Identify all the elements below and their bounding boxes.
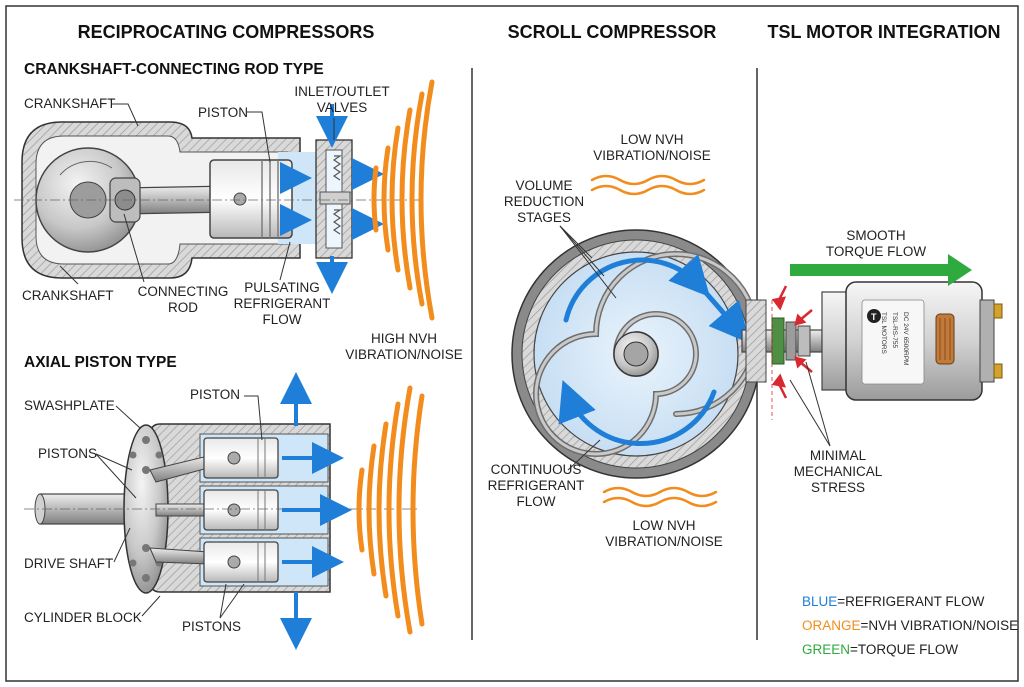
label-smooth-1: SMOOTH [846,228,905,243]
label-piston-axial: PISTON [190,387,240,402]
label-minimal-3: STRESS [811,480,865,495]
label-pulsating-1: PULSATING [244,280,320,295]
label-continuous-2: REFRIGERANT [488,478,585,493]
legend: BLUE=REFRIGERANT FLOW ORANGE=NVH VIBRATI… [802,594,1018,657]
tsl-motor: T TSL MOTORS TSL-RS-755 DC 24V 6500RPM [771,254,1003,447]
legend-blue: BLUE=REFRIGERANT FLOW [802,594,985,609]
legend-green: GREEN=TORQUE FLOW [802,642,958,657]
header-tsl: TSL MOTOR INTEGRATION [768,22,1001,42]
label-crankshaft-bottom: CRANKSHAFT [22,288,114,303]
legend-green-text: =TORQUE FLOW [850,642,958,657]
label-high-nvh-2: VIBRATION/NOISE [345,347,463,362]
crankshaft-compressor [14,79,435,321]
label-volume-2: REDUCTION [504,194,584,209]
label-low-nvh-bottom-1: LOW NVH [632,518,695,533]
piston-crank [209,159,293,239]
label-minimal-1: MINIMAL [810,448,867,463]
label-connecting-rod-1: CONNECTING [138,284,229,299]
axial-pistons [203,437,279,583]
label-pulsating-3: FLOW [263,312,302,327]
header-reciprocating: RECIPROCATING COMPRESSORS [78,22,375,42]
legend-orange-key: ORANGE [802,618,861,633]
subheader-crankshaft-type: CRANKSHAFT-CONNECTING ROD TYPE [24,61,324,78]
motor-model: TSL-RS-755 [891,312,898,349]
label-low-nvh-top-2: VIBRATION/NOISE [593,148,711,163]
label-pistons-top: PISTONS [38,446,97,461]
motor-brand: TSL MOTORS [880,312,887,355]
torque-arrow [790,254,972,286]
legend-orange-text: =NVH VIBRATION/NOISE [861,618,1019,633]
label-minimal-2: MECHANICAL [794,464,883,479]
label-cylinder-block: CYLINDER BLOCK [24,610,142,625]
label-low-nvh-bottom-2: VIBRATION/NOISE [605,534,723,549]
outer-frame [5,5,1019,682]
svg-text:T: T [871,312,877,322]
label-continuous-3: FLOW [517,494,556,509]
label-volume-1: VOLUME [515,178,572,193]
label-swashplate: SWASHPLATE [24,398,115,413]
label-pistons-bottom: PISTONS [182,619,241,634]
scroll-compressor [511,174,823,508]
axial-compressor [24,372,425,650]
label-high-nvh-1: HIGH NVH [371,331,437,346]
label-smooth-2: TORQUE FLOW [826,244,927,259]
label-inlet-outlet-2: VALVES [317,100,368,115]
motor-spec: DC 24V 6500RPM [902,312,909,365]
legend-blue-text: =REFRIGERANT FLOW [837,594,984,609]
label-low-nvh-top-1: LOW NVH [620,132,683,147]
legend-green-key: GREEN [802,642,850,657]
label-pulsating-2: REFRIGERANT [234,296,331,311]
legend-orange: ORANGE=NVH VIBRATION/NOISE [802,618,1018,633]
subheader-axial-type: AXIAL PISTON TYPE [24,354,177,371]
label-drive-shaft: DRIVE SHAFT [24,556,113,571]
label-continuous-1: CONTINUOUS [491,462,582,477]
label-volume-3: STAGES [517,210,571,225]
label-connecting-rod-2: ROD [168,300,198,315]
label-inlet-outlet-1: INLET/OUTLET [294,84,389,99]
label-piston-top: PISTON [198,105,248,120]
label-crankshaft-top: CRANKSHAFT [24,96,116,111]
header-scroll: SCROLL COMPRESSOR [508,22,717,42]
legend-blue-key: BLUE [802,594,837,609]
